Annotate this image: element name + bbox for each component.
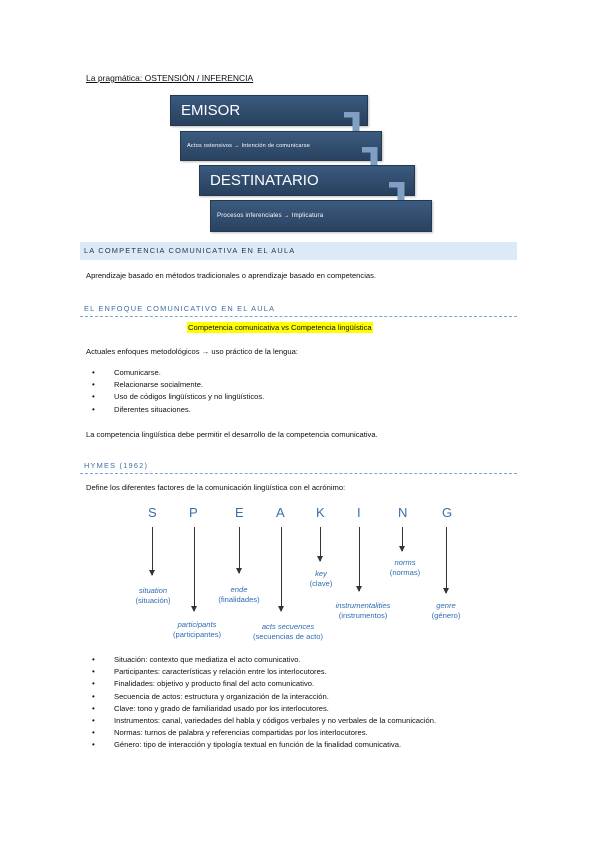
down-arrow-icon — [278, 527, 284, 612]
label-es: (secuencias de acto) — [252, 632, 324, 641]
label-acts: acts secuences (secuencias de acto) — [246, 622, 330, 642]
label-es: (clave) — [309, 579, 333, 588]
label-es: (situación) — [135, 596, 171, 605]
section-heading-enfoque: EL ENFOQUE COMUNICATIVO EN EL AULA — [80, 302, 517, 317]
acronym-letter-i: I — [357, 505, 361, 520]
label-ende: ende (finalidades) — [210, 585, 268, 605]
procesos-box: Procesos inferenciales → Implicatura — [210, 200, 432, 232]
list-item: Secuencia de actos: estructura y organiz… — [86, 691, 436, 703]
emisor-box: EMISOR — [170, 95, 368, 126]
list-item: Uso de códigos lingüísticos y no lingüís… — [86, 391, 264, 403]
list-item: Comunicarse. — [86, 367, 264, 379]
section-heading-text: LA COMPETENCIA COMUNICATIVA EN EL AULA — [84, 246, 296, 255]
acronym-letter-k: K — [316, 505, 325, 520]
label-en: norms — [394, 558, 416, 567]
emisor-label: EMISOR — [181, 102, 241, 119]
acronym-letter-e: E — [235, 505, 244, 520]
actos-box: Actos ostensivos → Intención de comunica… — [180, 131, 382, 161]
label-en: ende — [230, 585, 248, 594]
list-item: Clave: tono y grado de familiaridad usad… — [86, 703, 436, 715]
label-en: acts secuences — [261, 622, 315, 631]
down-arrow-icon — [356, 527, 362, 592]
acronym-letter-a: A — [276, 505, 285, 520]
label-situation: situation (situación) — [129, 586, 177, 606]
label-es: (instrumentos) — [338, 611, 388, 620]
label-en: participants — [177, 620, 217, 629]
list-item: Diferentes situaciones. — [86, 404, 264, 416]
list-item: Género: tipo de interacción y tipología … — [86, 739, 436, 751]
label-en: instrumentalities — [335, 601, 391, 610]
label-es: (género) — [431, 611, 461, 620]
section-heading-text: HYMES (1962) — [84, 461, 149, 470]
acronym-letter-p: P — [189, 505, 198, 520]
destinatario-box: DESTINATARIO — [199, 165, 415, 196]
speaking-list: Situación: contexto que mediatiza el act… — [86, 654, 436, 752]
section-heading-hymes: HYMES (1962) — [80, 459, 517, 474]
list-item: Instrumentos: canal, variedades del habl… — [86, 715, 436, 727]
section-heading-text: EL ENFOQUE COMUNICATIVO EN EL AULA — [84, 304, 276, 313]
highlight-label: Competencia comunicativa vs Competencia … — [187, 322, 373, 333]
down-arrow-icon — [236, 527, 242, 574]
down-arrow-icon — [443, 527, 449, 594]
acronym-letter-s: S — [148, 505, 157, 520]
list-item: Normas: turnos de palabra y referencias … — [86, 727, 436, 739]
acronym-letter-g: G — [442, 505, 453, 520]
actos-label: Actos ostensivos → Intención de comunica… — [187, 143, 311, 149]
list-item: Relacionarse socialmente. — [86, 379, 264, 391]
down-arrow-icon — [399, 527, 405, 552]
label-genre: genre (género) — [424, 601, 468, 621]
down-arrow-icon — [317, 527, 323, 562]
list-item: Participantes: características y relació… — [86, 666, 436, 678]
label-participants: participants (participantes) — [162, 620, 232, 640]
label-en: genre — [436, 601, 456, 610]
section3-intro: Define los diferentes factores de la com… — [86, 483, 346, 492]
procesos-label: Procesos inferenciales → Implicatura — [217, 213, 324, 219]
section-heading-competencia: LA COMPETENCIA COMUNICATIVA EN EL AULA — [80, 242, 517, 260]
label-es: (normas) — [389, 568, 421, 577]
list-item: Finalidades: objetivo y producto final d… — [86, 678, 436, 690]
section2-intro: Actuales enfoques metodológicos → uso pr… — [86, 347, 298, 356]
label-norms: norms (normas) — [383, 558, 427, 578]
label-key: key (clave) — [304, 569, 338, 589]
enfoque-list: Comunicarse. Relacionarse socialmente. U… — [86, 367, 264, 416]
destinatario-label: DESTINATARIO — [210, 172, 319, 189]
page-title: La pragmática: OSTENSIÓN / INFERENCIA — [86, 73, 254, 83]
highlight-text: Competencia comunicativa vs Competencia … — [187, 322, 373, 333]
label-es: (finalidades) — [218, 595, 260, 604]
label-instrumentalities: instrumentalities (instrumentos) — [324, 601, 402, 621]
label-en: situation — [138, 586, 168, 595]
label-en: key — [315, 569, 327, 578]
section1-text: Aprendizaje basado en métodos tradiciona… — [86, 271, 377, 280]
down-arrow-icon — [191, 527, 197, 612]
section2-conclusion: La competencia lingüística debe permitir… — [86, 430, 378, 439]
acronym-letter-n: N — [398, 505, 408, 520]
label-es: (participantes) — [172, 630, 222, 639]
down-arrow-icon — [149, 527, 155, 576]
list-item: Situación: contexto que mediatiza el act… — [86, 654, 436, 666]
